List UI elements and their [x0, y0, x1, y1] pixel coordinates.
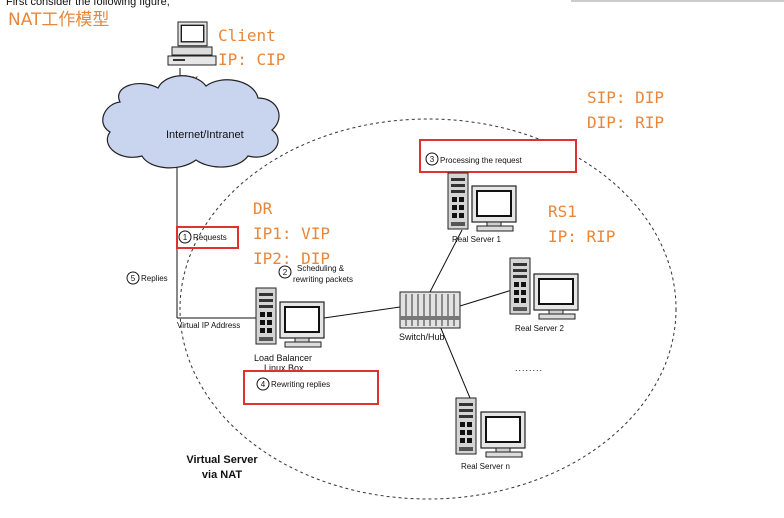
rs1-ip-annotation: IP: RIP [548, 227, 615, 246]
real-server-2 [509, 257, 579, 320]
intro-text: First consider the following figure, [6, 0, 170, 8]
step-3-number: 3 [430, 155, 435, 164]
load-balancer-label: Load Balancer [254, 353, 312, 363]
step-2-marker [278, 265, 292, 279]
client-computer [167, 21, 217, 66]
real-server-1 [447, 172, 517, 232]
highlight-requests [176, 226, 239, 249]
highlight-rewriting-replies [243, 370, 379, 405]
switch-label: Switch/Hub [399, 332, 445, 342]
step-1-label: Requests [193, 233, 227, 242]
packet-source-annotation: SIP: DIP [587, 88, 664, 107]
real-server-1-label: Real Server 1 [452, 235, 501, 244]
real-server-n [455, 397, 526, 458]
internet-cloud [102, 75, 280, 169]
top-divider [571, 0, 784, 2]
dr-ip2-annotation: IP2: DIP [253, 249, 330, 268]
step-4-marker [256, 377, 270, 391]
step-2-number: 2 [283, 268, 288, 277]
virtual-server-boundary [179, 118, 677, 500]
client-annotation: Client [218, 26, 276, 45]
caption-line2: via NAT [202, 469, 242, 481]
step-5-label: Replies [141, 274, 168, 283]
step-2-label-line2: rewriting packets [293, 275, 353, 284]
step-4-label: Rewriting replies [271, 380, 330, 389]
packet-destination-annotation: DIP: RIP [587, 113, 664, 132]
client-ip-annotation: IP: CIP [218, 50, 285, 69]
step-5-number: 5 [131, 274, 136, 283]
step-4-number: 4 [261, 380, 266, 389]
handwritten-annotations: Client IP: CIP SIP: DIP DIP: RIP DR IP1:… [218, 26, 664, 268]
step-1-number: 1 [183, 233, 188, 242]
rs1-annotation: RS1 [548, 202, 577, 221]
more-servers-ellipsis: ........ [515, 363, 543, 373]
switch-hub [399, 291, 461, 329]
step-5-marker [126, 271, 140, 285]
caption-line1: Virtual Server [186, 454, 258, 466]
virtual-ip-label: Virtual IP Address [177, 321, 240, 330]
real-server-2-label: Real Server 2 [515, 324, 564, 333]
dr-ip1-annotation: IP1: VIP [253, 224, 330, 243]
page-title: NAT工作模型 [8, 10, 109, 30]
load-balancer [255, 287, 325, 348]
step-3-label: Processing the request [440, 156, 523, 165]
load-balancer-sublabel: Linux Box [264, 363, 304, 373]
real-server-n-label: Real Server n [461, 462, 510, 471]
dr-annotation: DR [253, 199, 273, 218]
step-requests: 1 Requests [178, 230, 227, 244]
cloud-label: Internet/Intranet [166, 129, 244, 141]
step-3-marker [425, 152, 439, 166]
step-1-marker [178, 230, 192, 244]
step-2-label: Scheduling & [297, 264, 345, 273]
highlight-processing [419, 139, 577, 173]
